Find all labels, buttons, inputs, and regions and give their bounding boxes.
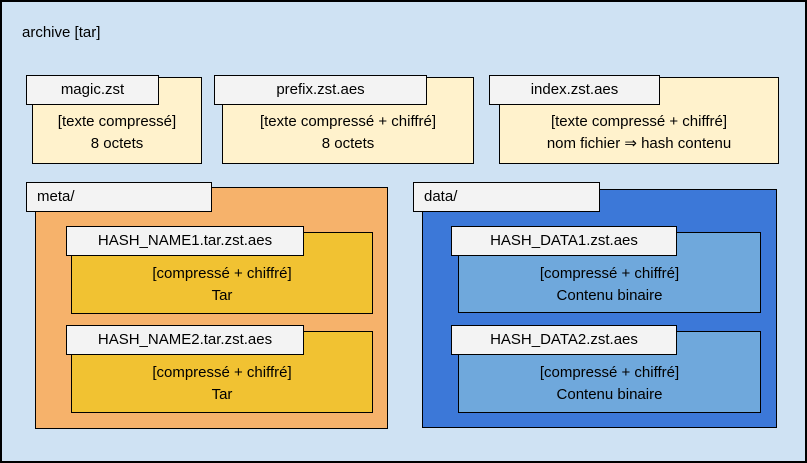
file-desc-line1: [compressé + chiffré]	[152, 265, 292, 282]
file-name-tab: index.zst.aes	[489, 75, 660, 105]
file-description: [texte compressé + chiffré] nom fichier …	[500, 111, 778, 155]
file-description: [compressé + chiffré] Contenu binaire	[459, 263, 760, 307]
archive-title: archive [tar]	[22, 24, 101, 41]
file-description: [compressé + chiffré] Tar	[72, 263, 372, 307]
file-desc-line1: [texte compressé]	[57, 113, 177, 130]
file-desc-line2: Tar	[211, 287, 233, 304]
file-desc-line2: Tar	[211, 386, 233, 403]
folder-name-tab: meta/	[26, 182, 212, 212]
file-description: [compressé + chiffré] Contenu binaire	[459, 362, 760, 406]
file-name-tab: prefix.zst.aes	[214, 75, 427, 105]
file-name-tab: magic.zst	[26, 75, 159, 105]
file-name-tab: HASH_NAME2.tar.zst.aes	[66, 325, 304, 355]
folder-body: HASH_NAME1.tar.zst.aes [compressé + chif…	[35, 187, 388, 429]
file-desc-line2: 8 octets	[90, 135, 144, 152]
file-description: [texte compressé + chiffré] 8 octets	[223, 111, 473, 155]
file-description: [texte compressé] 8 octets	[33, 111, 201, 155]
file-description: [compressé + chiffré] Tar	[72, 362, 372, 406]
file-desc-line2: Contenu binaire	[556, 386, 663, 403]
file-name-tab: HASH_DATA1.zst.aes	[451, 226, 677, 256]
file-desc-line1: [compressé + chiffré]	[152, 364, 292, 381]
file-name-tab: HASH_NAME1.tar.zst.aes	[66, 226, 304, 256]
file-desc-line2: Contenu binaire	[556, 287, 663, 304]
file-desc-line1: [compressé + chiffré]	[539, 364, 680, 381]
folder-body: HASH_DATA1.zst.aes [compressé + chiffré]…	[422, 189, 777, 428]
file-desc-line1: [compressé + chiffré]	[539, 265, 680, 282]
file-desc-line1: [texte compressé + chiffré]	[259, 113, 437, 130]
file-desc-line2: 8 octets	[321, 135, 375, 152]
file-desc-line2: nom fichier ⇒ hash contenu	[546, 135, 732, 152]
file-desc-line1: [texte compressé + chiffré]	[550, 113, 728, 130]
file-name-tab: HASH_DATA2.zst.aes	[451, 325, 677, 355]
folder-name-tab: data/	[413, 182, 600, 212]
